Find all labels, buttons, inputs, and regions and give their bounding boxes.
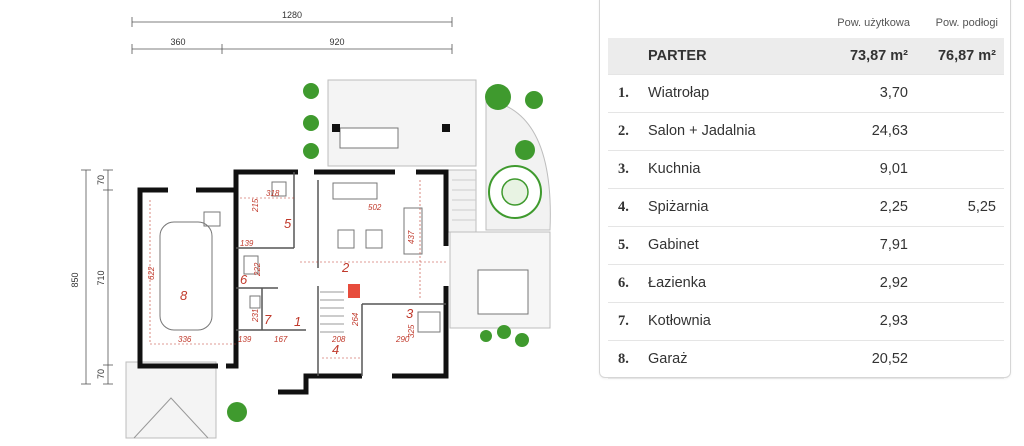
usable-area: 24,63 bbox=[812, 111, 916, 150]
house-walls bbox=[137, 169, 449, 395]
dimension-lines bbox=[81, 17, 453, 385]
trees bbox=[227, 83, 543, 422]
room-dim-label: 437 bbox=[407, 230, 416, 244]
row-number: 2. bbox=[608, 111, 642, 150]
table-row: 4. Spiżarnia 2,25 5,25 bbox=[608, 187, 1004, 226]
summary-row: PARTER 73,87 m² 76,87 m² bbox=[608, 38, 1004, 74]
room-name: Łazienka bbox=[642, 263, 812, 302]
room-dim-label: 222 bbox=[253, 262, 262, 277]
room-name: Salon + Jadalnia bbox=[642, 111, 812, 150]
floor-area bbox=[916, 111, 1004, 150]
room-number-6: 6 bbox=[240, 272, 248, 287]
row-number: 6. bbox=[608, 263, 642, 302]
room-dim-label: 139 bbox=[240, 239, 254, 248]
room-dim-label: 215 bbox=[251, 198, 260, 213]
header-floor-area: Pow. podłogi bbox=[935, 16, 998, 29]
room-dim-label: 264 bbox=[351, 312, 360, 327]
room-dim-label: 208 bbox=[331, 335, 346, 344]
room-dim-label: 325 bbox=[407, 324, 416, 338]
room-number-2: 2 bbox=[341, 260, 350, 275]
stairs bbox=[320, 291, 344, 333]
row-number: 5. bbox=[608, 225, 642, 264]
fireplace-icon bbox=[348, 284, 360, 298]
room-name: Kotłownia bbox=[642, 301, 812, 340]
table-header-row: Pow. użytkowa Pow. podłogi bbox=[608, 7, 1004, 38]
room-name: Gabinet bbox=[642, 225, 812, 264]
header-usable-area: Pow. użytkowa bbox=[837, 16, 910, 29]
table-row: 8. Garaż 20,52 bbox=[608, 339, 1004, 379]
room-dim-label: 139 bbox=[238, 335, 252, 344]
dim-total-width: 1280 bbox=[282, 10, 302, 20]
room-dim-label: 336 bbox=[178, 335, 192, 344]
floor-area bbox=[916, 149, 1004, 188]
table-row: 2. Salon + Jadalnia 24,63 bbox=[608, 111, 1004, 150]
interior-walls bbox=[236, 172, 446, 376]
dim-total-height: 850 bbox=[70, 272, 80, 287]
garden-circle bbox=[485, 99, 551, 231]
room-name: Spiżarnia bbox=[642, 187, 812, 226]
usable-area: 2,25 bbox=[812, 187, 916, 226]
furniture bbox=[159, 181, 441, 333]
usable-area: 2,92 bbox=[812, 263, 916, 302]
row-number: 7. bbox=[608, 301, 642, 340]
floor-area bbox=[916, 73, 1004, 112]
room-dim-label: 290 bbox=[395, 335, 410, 344]
terrace bbox=[125, 79, 551, 439]
table-row: 1. Wiatrołap 3,70 bbox=[608, 73, 1004, 112]
table-row: 7. Kotłownia 2,93 bbox=[608, 301, 1004, 340]
room-name: Kuchnia bbox=[642, 149, 812, 188]
room-dim-label: 167 bbox=[274, 335, 288, 344]
summary-usable: 73,87 m² bbox=[812, 38, 916, 74]
floor-area bbox=[916, 339, 1004, 379]
room-dim-label: 502 bbox=[368, 203, 382, 212]
row-number: 3. bbox=[608, 149, 642, 188]
table-row: 5. Gabinet 7,91 bbox=[608, 225, 1004, 264]
room-dimension-lines bbox=[149, 180, 446, 359]
summary-label: PARTER bbox=[642, 38, 812, 74]
floor-plan: 1280 360 920 850 70 710 70 bbox=[70, 10, 551, 439]
room-name: Garaż bbox=[642, 339, 812, 379]
floor-area bbox=[916, 225, 1004, 264]
room-number-5: 5 bbox=[284, 216, 292, 231]
room-dim-label: 318 bbox=[266, 189, 280, 198]
room-number-7: 7 bbox=[264, 312, 272, 327]
usable-area: 2,93 bbox=[812, 301, 916, 340]
room-number-8: 8 bbox=[180, 288, 188, 303]
dim-bottom-height: 70 bbox=[96, 369, 106, 379]
table-row: 6. Łazienka 2,92 bbox=[608, 263, 1004, 302]
summary-floor: 76,87 m² bbox=[916, 38, 1004, 74]
table-row: 3. Kuchnia 9,01 bbox=[608, 149, 1004, 188]
room-number-3: 3 bbox=[406, 306, 414, 321]
floor-area bbox=[916, 263, 1004, 302]
room-number-1: 1 bbox=[294, 314, 301, 329]
row-number: 4. bbox=[608, 187, 642, 226]
header-blank bbox=[608, 7, 642, 38]
dim-right-width: 920 bbox=[329, 37, 344, 47]
room-dim-label: 622 bbox=[147, 266, 156, 280]
row-number: 1. bbox=[608, 73, 642, 112]
row-number: 8. bbox=[608, 339, 642, 379]
usable-area: 3,70 bbox=[812, 73, 916, 112]
room-number-4: 4 bbox=[332, 342, 339, 357]
room-name: Wiatrołap bbox=[642, 73, 812, 112]
area-table: Pow. użytkowa Pow. podłogi PARTER 73,87 … bbox=[608, 7, 1004, 379]
dim-left-width: 360 bbox=[170, 37, 185, 47]
room-dim-label: 231 bbox=[251, 309, 260, 323]
dim-top-height: 70 bbox=[96, 175, 106, 185]
usable-area: 20,52 bbox=[812, 339, 916, 379]
area-table-panel: Pow. użytkowa Pow. podłogi PARTER 73,87 … bbox=[599, 0, 1011, 379]
cell-blank bbox=[608, 38, 642, 74]
usable-area: 9,01 bbox=[812, 149, 916, 188]
dim-middle-height: 710 bbox=[96, 270, 106, 285]
floor-area: 5,25 bbox=[916, 187, 1004, 226]
header-blank bbox=[642, 7, 812, 38]
usable-area: 7,91 bbox=[812, 225, 916, 264]
floor-area bbox=[916, 301, 1004, 340]
